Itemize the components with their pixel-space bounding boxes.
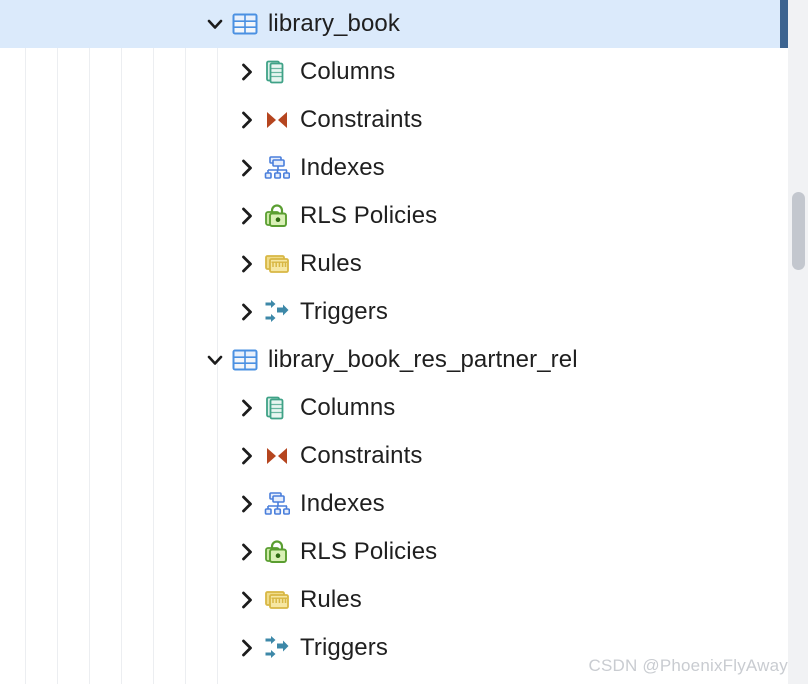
chevron-down-icon[interactable] xyxy=(200,0,230,48)
tree-row-label: Triggers xyxy=(300,298,388,325)
tree-row-library-book-constraints[interactable]: Constraints xyxy=(0,96,788,144)
chevron-down-icon[interactable] xyxy=(200,336,230,384)
chevron-right-icon[interactable] xyxy=(232,96,262,144)
tree-row-rel-constraints[interactable]: Constraints xyxy=(0,432,788,480)
chevron-right-icon[interactable] xyxy=(232,48,262,96)
tree-row-label: library_book xyxy=(268,10,400,37)
columns-icon xyxy=(262,48,292,96)
tree-row-rel-rls[interactable]: RLS Policies xyxy=(0,528,788,576)
tree-row-label: RLS Policies xyxy=(300,202,438,229)
chevron-right-icon[interactable] xyxy=(232,480,262,528)
selected-row-accent-bar xyxy=(780,0,788,48)
chevron-right-icon[interactable] xyxy=(232,624,262,672)
chevron-right-icon[interactable] xyxy=(232,288,262,336)
rules-icon xyxy=(262,576,292,624)
tree-row-label: Indexes xyxy=(300,490,385,517)
tree-row-library-book[interactable]: library_book xyxy=(0,0,788,48)
tree-row-label: Columns xyxy=(300,58,396,85)
watermark-text: CSDN @PhoenixFlyAway xyxy=(588,656,788,675)
chevron-right-icon[interactable] xyxy=(232,432,262,480)
tree-row-label: Triggers xyxy=(300,634,388,661)
tree-row-label: Constraints xyxy=(300,442,423,469)
tree-row-rel-rules[interactable]: Rules xyxy=(0,576,788,624)
chevron-right-icon[interactable] xyxy=(232,528,262,576)
table-icon xyxy=(230,0,260,48)
tree-row-label: library_book_res_partner_rel xyxy=(268,346,578,373)
tree-row-label: Rules xyxy=(300,250,362,277)
vertical-scrollbar[interactable] xyxy=(788,0,808,684)
chevron-right-icon[interactable] xyxy=(232,144,262,192)
chevron-right-icon[interactable] xyxy=(232,240,262,288)
rules-icon xyxy=(262,240,292,288)
tree-row-label: Indexes xyxy=(300,154,385,181)
tree-row-rel-indexes[interactable]: Indexes xyxy=(0,480,788,528)
indexes-icon xyxy=(262,144,292,192)
tree-row-label: Rules xyxy=(300,586,362,613)
constraints-icon xyxy=(262,432,292,480)
tree-row-rel-columns[interactable]: Columns xyxy=(0,384,788,432)
tree-row-label: Columns xyxy=(300,394,396,421)
chevron-right-icon[interactable] xyxy=(232,384,262,432)
rls-policies-icon xyxy=(262,528,292,576)
tree-row-rel-triggers[interactable]: Triggers xyxy=(0,624,788,672)
chevron-right-icon[interactable] xyxy=(232,192,262,240)
triggers-icon xyxy=(262,288,292,336)
tree-row-label: RLS Policies xyxy=(300,538,438,565)
chevron-right-icon[interactable] xyxy=(232,576,262,624)
scrollbar-thumb[interactable] xyxy=(792,192,805,270)
constraints-icon xyxy=(262,96,292,144)
tree-row-library-book-rules[interactable]: Rules xyxy=(0,240,788,288)
tree-row-library-book-triggers[interactable]: Triggers xyxy=(0,288,788,336)
triggers-icon xyxy=(262,624,292,672)
tree-row-library-book-columns[interactable]: Columns xyxy=(0,48,788,96)
tree-row-library-book-res-partner-rel[interactable]: library_book_res_partner_rel xyxy=(0,336,788,384)
table-icon xyxy=(230,336,260,384)
rls-policies-icon xyxy=(262,192,292,240)
tree-row-library-book-rls[interactable]: RLS Policies xyxy=(0,192,788,240)
tree-row-library-book-indexes[interactable]: Indexes xyxy=(0,144,788,192)
tree-row-label: Constraints xyxy=(300,106,423,133)
columns-icon xyxy=(262,384,292,432)
indexes-icon xyxy=(262,480,292,528)
